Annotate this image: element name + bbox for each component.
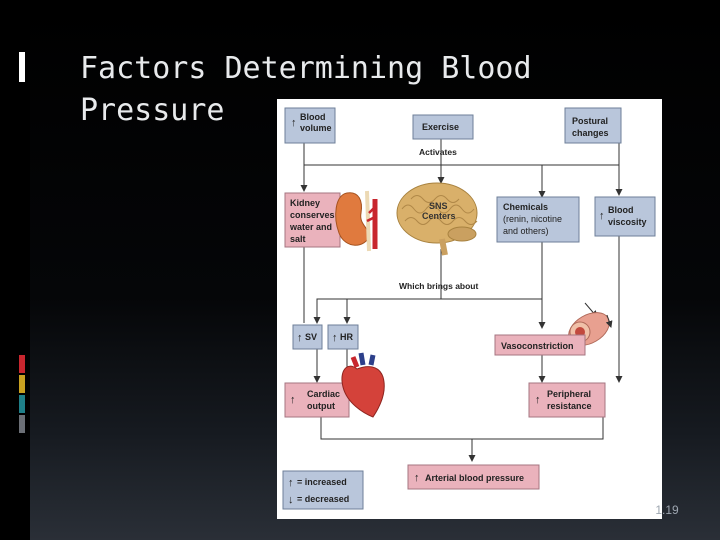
kidney-label-1: Kidney xyxy=(290,198,320,208)
left-accent-bar xyxy=(0,0,30,540)
vasoconstriction-label: Vasoconstriction xyxy=(501,341,574,351)
peripheral-resistance-box: ↑ Peripheral resistance xyxy=(528,382,606,418)
svg-text:↑: ↑ xyxy=(599,210,605,222)
blood-viscosity-box: ↑ Blood viscosity xyxy=(594,196,656,237)
kidney-label-3: water and xyxy=(289,222,332,232)
blood-volume-box: ↑ Blood volume xyxy=(284,107,336,144)
accent-teal-block xyxy=(19,395,25,413)
arterial-blood-pressure-box: ↑ Arterial blood pressure xyxy=(407,464,540,490)
svg-text:↑: ↑ xyxy=(297,332,303,344)
blood-volume-label-2: volume xyxy=(300,123,332,133)
svg-text:↑: ↑ xyxy=(291,117,297,129)
viscosity-label-1: Blood xyxy=(608,205,634,215)
accent-yellow-block xyxy=(19,375,25,393)
cardiac-label-1: Cardiac xyxy=(307,389,340,399)
svg-text:↑: ↑ xyxy=(290,394,296,406)
legend-box: ↑ = increased ↓ = decreased xyxy=(282,470,364,510)
postural-label-2: changes xyxy=(572,128,609,138)
viscosity-label-2: viscosity xyxy=(608,217,647,227)
legend-increased-label: = increased xyxy=(297,477,347,487)
brain-icon: SNS Centers xyxy=(396,182,478,256)
sns-label-1: SNS xyxy=(429,201,448,211)
arterial-label: Arterial blood pressure xyxy=(425,473,524,483)
figure-caption: Figure 1.19 xyxy=(618,503,679,517)
which-brings-about-label: Which brings about xyxy=(399,281,478,291)
cardiac-output-box: ↑ Cardiac output xyxy=(284,382,350,418)
slide-title: Factors Determining Blood Pressure xyxy=(80,48,560,132)
connector-lines xyxy=(300,139,623,462)
caption-prefix: Figure xyxy=(618,503,653,517)
peripheral-label-1: Peripheral xyxy=(547,389,591,399)
svg-text:↑: ↑ xyxy=(288,477,294,489)
postural-changes-box: Postural changes xyxy=(564,107,622,144)
sns-label-2: Centers xyxy=(422,211,456,221)
kidney-label-2: conserves xyxy=(290,210,335,220)
sv-box: ↑ SV xyxy=(292,324,323,350)
chemicals-label-1: Chemicals xyxy=(503,202,548,212)
blood-volume-label-1: Blood xyxy=(300,112,326,122)
activates-label: Activates xyxy=(419,147,457,157)
postural-label-1: Postural xyxy=(572,116,608,126)
kidney-icon xyxy=(335,190,378,252)
chemicals-box: Chemicals (renin, nicotine and others) xyxy=(496,196,580,243)
exercise-box: Exercise xyxy=(412,114,474,140)
hr-label: HR xyxy=(340,332,353,342)
chemicals-label-2: (renin, nicotine xyxy=(503,214,562,224)
title-line-1: Factors Determining Blood xyxy=(80,51,532,86)
cardiac-label-2: output xyxy=(307,401,335,411)
accent-white-block xyxy=(19,52,25,82)
caption-number: 1.19 xyxy=(655,503,679,517)
sv-label: SV xyxy=(305,332,317,342)
hr-box: ↑ HR xyxy=(327,324,359,350)
svg-text:↑: ↑ xyxy=(332,332,338,344)
chemicals-label-3: and others) xyxy=(503,226,549,236)
kidney-box: Kidney conserves water and salt xyxy=(284,192,341,248)
kidney-label-4: salt xyxy=(290,234,306,244)
peripheral-label-2: resistance xyxy=(547,401,592,411)
accent-red-block xyxy=(19,355,25,373)
title-line-2: Pressure xyxy=(80,93,225,128)
accent-gray-block xyxy=(19,415,25,433)
svg-text:↓: ↓ xyxy=(288,494,294,506)
svg-text:↑: ↑ xyxy=(414,472,420,484)
vasoconstriction-box: Vasoconstriction xyxy=(494,334,586,356)
legend-decreased-label: = decreased xyxy=(297,494,349,504)
svg-text:↑: ↑ xyxy=(535,394,541,406)
blood-pressure-diagram: ↑ Blood volume Exercise Postural changes… xyxy=(277,99,662,519)
heart-icon xyxy=(341,352,385,418)
exercise-label: Exercise xyxy=(422,122,459,132)
